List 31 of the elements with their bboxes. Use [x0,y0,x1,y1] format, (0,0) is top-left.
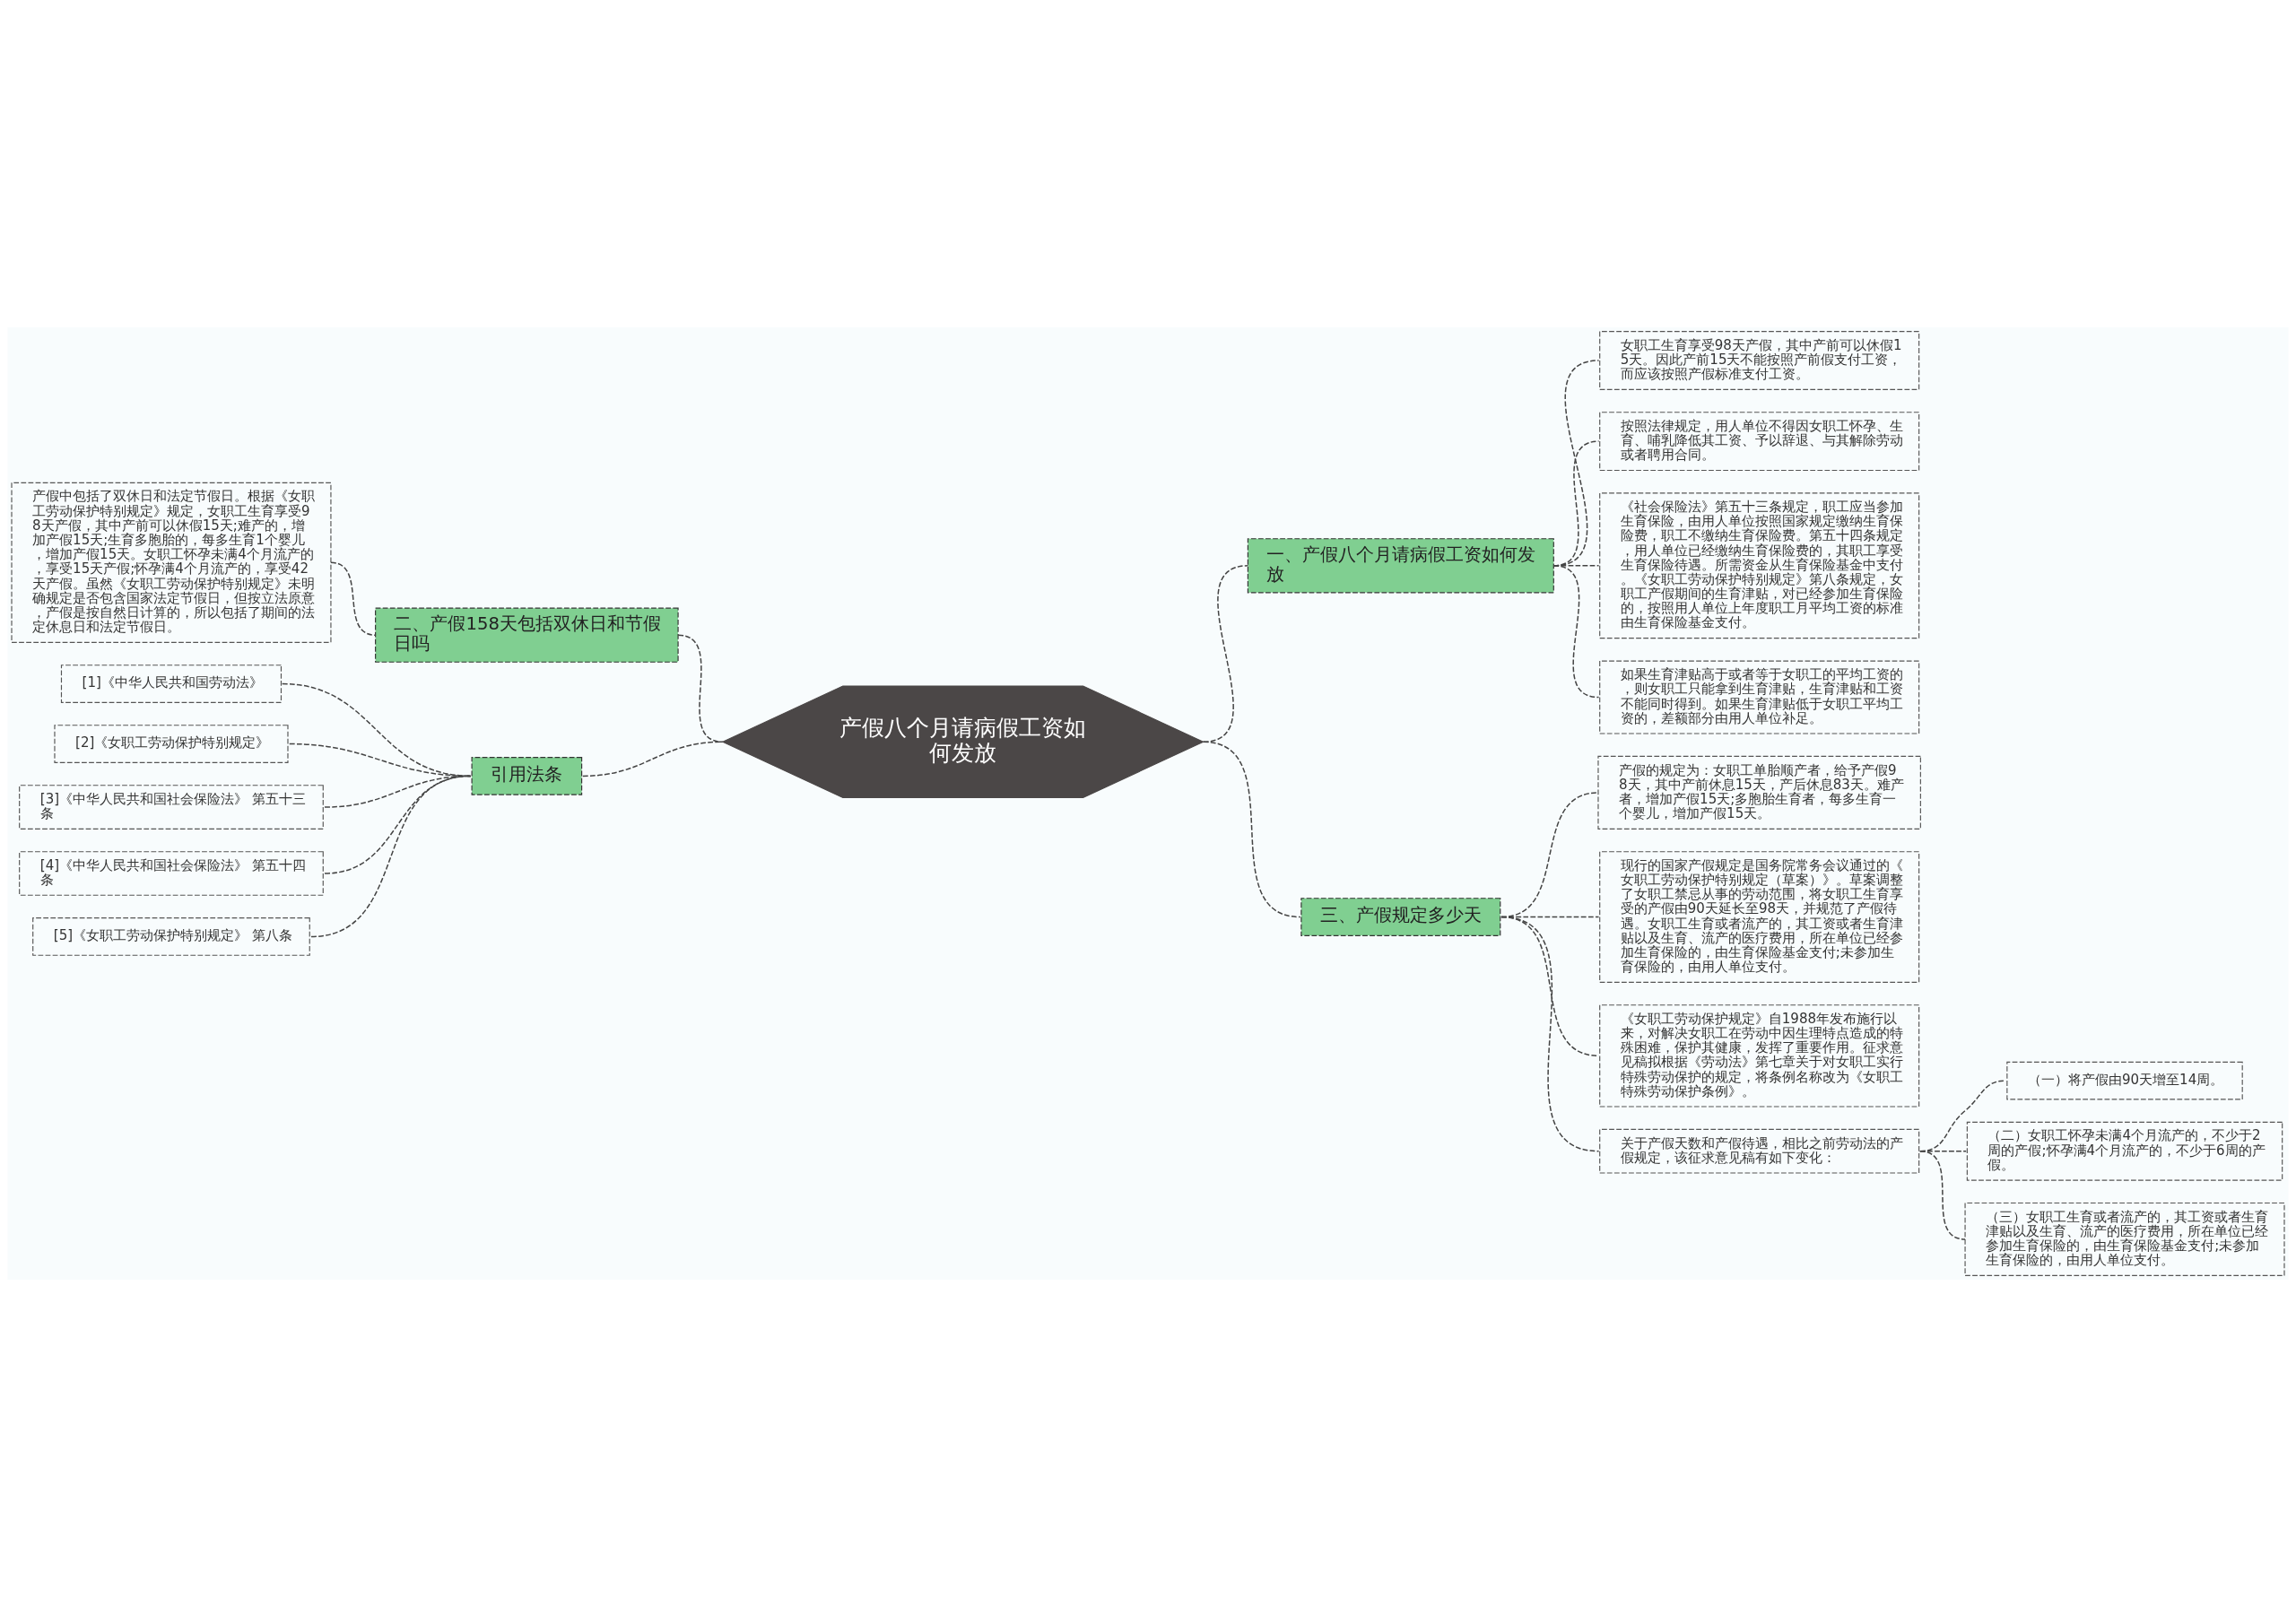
node-box: 引用法条 [471,757,583,795]
node-box: 按照法律规定，用人单位不得因女职工怀孕、生育、哺乳降低其工资、予以辞退、与其解除劳动或者聘用合同。 [1599,412,1920,472]
connector [677,634,724,743]
node-box: 二、产假158天包括双休日和节假日吗 [375,607,679,663]
node-box: 《女职工劳动保护规定》自1988年发布施行以来，对解决女职工在劳动中因生理特点造成的特殊困难，保护其健康，发挥了重要作用。征求意见稿拟根据《劳动法》第七章关于对女职工实行特殊劳动保护的规定，将条例名称改为《女职工特殊劳动保护条例》。 [1599,1004,1920,1108]
node-box: （一）将产假由90天增至14周。 [2006,1061,2243,1100]
node-box: [5]《女职工劳动保护特别规定》 第八条 [32,917,310,956]
node-box: 产假中包括了双休日和法定节假日。根据《女职工劳动保护特别规定》规定，女职工生育享受98天产假，其中产前可以休假15天;难产的，增加产假15天;生育多胞胎的，每多生育1个婴儿，增加产假15天。女职工怀孕未满4个月流产的，享受15天产假;怀孕满4个月流产的，享受42天产假。虽然《女职工劳动保护特别规定》未明确规定是否包含国家法定节假日，但按立法原意，产假是按自然日计算的，所以包括了期间的法定休息日和法定节假日。 [11,482,332,643]
node-box: [3]《中华人民共和国社会保险法》 第五十三条 [19,785,324,830]
node-box: （三）女职工生育或者流产的，其工资或者生育津贴以及生育、流产的医疗费用，所在单位已经参加生育保险的，由生育保险基金支付;未参加生育保险的，由用人单位支付。 [1964,1202,2285,1276]
connector [1552,565,1600,699]
connector [330,561,377,636]
connector [1202,741,1301,918]
node-box: 关于产假天数和产假待遇，相比之前劳动法的产假规定，该征求意见稿有如下变化： [1599,1128,1920,1174]
node-box: [2]《女职工劳动保护特别规定》 [54,725,289,763]
connector [1202,565,1249,743]
connector [1919,1150,1966,1240]
node-box: [1]《中华人民共和国劳动法》 [60,665,283,703]
node-box: 现行的国家产假规定是国务院常务会议通过的《女职工劳动保护特别规定（草案）》。草案调整了女职工禁忌从事的劳动范围，将女职工生育享受的产假由90天延长至98天，并规范了产假待遇。女职工生育或者流产的，其工资或者生育津贴以及生育、流产的医疗费用，所在单位已经参加生育保险的，由生育保险基金支付;未参加生育保险的，由用人单位支付。 [1599,851,1920,983]
node-box: 三、产假规定多少天 [1300,898,1501,936]
connector [324,775,472,874]
node-box: 一、产假八个月请病假工资如何发放 [1247,538,1554,594]
connector [582,741,724,777]
connector [1500,916,1600,1152]
node-box: 《社会保险法》第五十三条规定，职工应当参加生育保险，由用人单位按照国家规定缴纳生育保险费，职工不缴纳生育保险费。第五十四条规定，用人单位已经缴纳生育保险费的，其职工享受生育保险待遇。所需资金从生育保险基金中支付。《女职工劳动保护特别规定》第八条规定，女职工产假期间的生育津贴，对已经参加生育保险的，按照用人单位上年度职工月平均工资的标准由生育保险基金支付。 [1599,492,1920,639]
node-box: 女职工生育享受98天产假，其中产前可以休假15天。因此产前15天不能按照产前假支付工资，而应该按照产假标准支付工资。 [1599,331,1920,390]
node-box: （二）女职工怀孕未满4个月流产的，不少于2周的产假;怀孕满4个月流产的，不少于6周的产假。 [1966,1121,2283,1181]
node-box: 产假的规定为：女职工单胎顺产者，给予产假98天，其中产前休息15天，产后休息83天。难产者，增加产假15天;多胞胎生育者，每多生育一个婴儿，增加产假15天。 [1597,755,1921,830]
node-box: 如果生育津贴高于或者等于女职工的平均工资的，则女职工只能拿到生育津贴，生育津贴和工资不能同时得到。如果生育津贴低于女职工平均工资的，差额部分由用人单位补足。 [1599,660,1920,734]
connector [310,775,472,938]
node-box: [4]《中华人民共和国社会保险法》 第五十四条 [19,851,324,896]
